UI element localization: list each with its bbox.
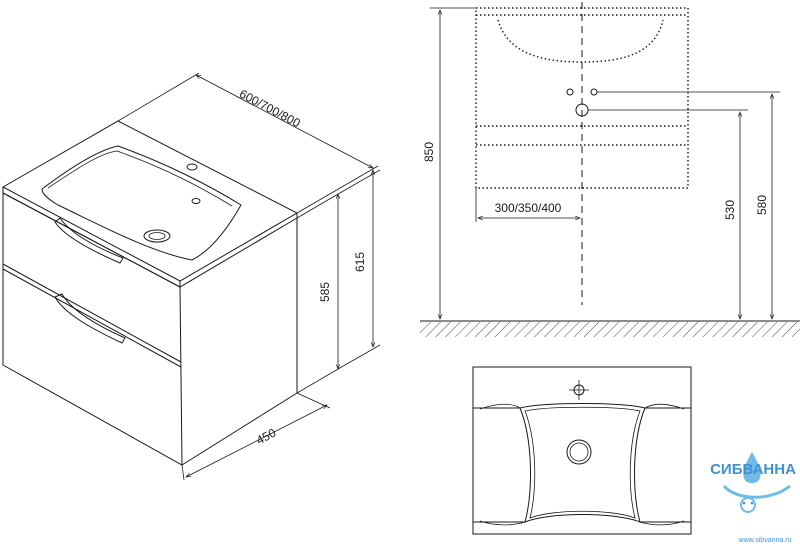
bowl-outline bbox=[497, 19, 664, 63]
overall-height-label: 850 bbox=[422, 142, 436, 162]
cabinet-front bbox=[2, 192, 183, 466]
siphon-height-label: 530 bbox=[723, 200, 737, 220]
total-height-label: 615 bbox=[353, 252, 367, 272]
cold-water-point bbox=[590, 88, 598, 96]
tap-hole bbox=[186, 163, 198, 171]
width-label: 600/700/800 bbox=[237, 87, 303, 131]
drain-hole bbox=[143, 229, 171, 243]
top-view bbox=[472, 366, 692, 535]
brand-url: www.sibvanna.ru bbox=[738, 537, 792, 544]
cabinet-height-label: 585 bbox=[318, 282, 332, 302]
lower-handle bbox=[54, 293, 126, 344]
drawer-split bbox=[2, 263, 182, 363]
overflow-hole bbox=[191, 198, 201, 204]
water-drop-icon bbox=[743, 452, 761, 484]
bathtub-icon bbox=[722, 484, 791, 499]
basin-top bbox=[1, 120, 299, 282]
cabinet-side bbox=[181, 218, 298, 466]
depth-label: 450 bbox=[254, 425, 279, 447]
upper-handle bbox=[54, 217, 124, 264]
center-offset-label: 300/350/400 bbox=[495, 201, 562, 215]
drain-top bbox=[566, 439, 592, 465]
front-elevation: 850 300/350/400 530 580 bbox=[420, 2, 800, 337]
brand-name: СИБВАННА bbox=[710, 461, 796, 478]
isometric-view: 600/700/800 585 615 450 bbox=[1, 72, 381, 481]
bowl-top bbox=[519, 403, 646, 523]
hot-water-point bbox=[566, 88, 574, 96]
floor-hatch bbox=[420, 322, 800, 337]
tap-height-label: 580 bbox=[755, 195, 769, 215]
basin-top-outline bbox=[472, 366, 692, 535]
basin-bowl bbox=[41, 145, 242, 261]
watermark-logo: СИБВАННА www.sibvanna.ru bbox=[710, 452, 796, 544]
basin-edge bbox=[2, 187, 298, 288]
